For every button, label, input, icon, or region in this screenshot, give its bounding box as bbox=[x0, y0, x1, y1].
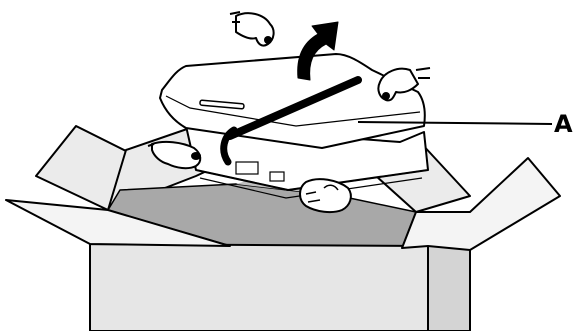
callout-label-a: A bbox=[554, 112, 573, 136]
hand-icon bbox=[230, 12, 274, 46]
box-front-wall bbox=[90, 244, 428, 331]
hand-icon bbox=[300, 179, 351, 212]
laptop bbox=[160, 54, 552, 198]
